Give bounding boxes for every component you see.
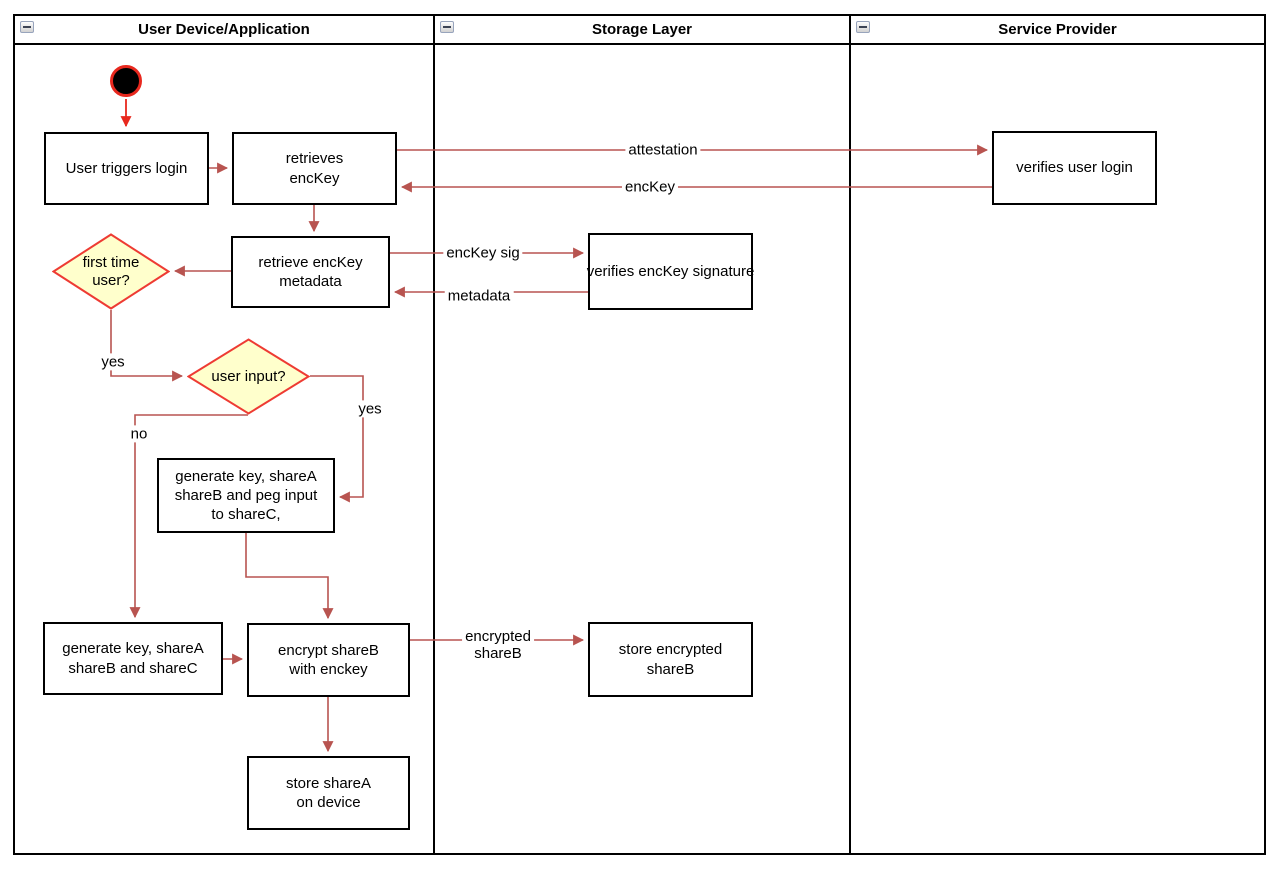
edge-label-metadata: metadata xyxy=(444,287,514,305)
node-label: store encrypted shareB xyxy=(618,641,723,678)
lane-title: User Device/Application xyxy=(138,21,310,38)
node-label: retrieves encKey xyxy=(285,150,344,187)
decision-label: first time user? xyxy=(82,253,140,289)
lane-header-storage-layer[interactable]: Storage Layer xyxy=(435,16,849,45)
node-store-sharea[interactable]: store shareA on device xyxy=(247,756,410,830)
node-label: generate key, shareA shareB and peg inpu… xyxy=(174,467,318,524)
node-label: verifies user login xyxy=(1016,159,1133,177)
diamond-polygon xyxy=(187,338,310,415)
edge-label-yes-user-input: yes xyxy=(355,400,385,418)
decision-user-input[interactable]: user input? xyxy=(187,338,310,415)
diamond-shape xyxy=(52,233,170,310)
node-label: retrieve encKey metadata xyxy=(258,253,363,290)
collapse-lane-icon[interactable] xyxy=(20,21,34,33)
node-retrieves-enckey[interactable]: retrieves encKey xyxy=(232,132,397,205)
minus-glyph xyxy=(23,26,31,28)
node-label: encrypt shareB with enckey xyxy=(278,641,379,678)
diamond-polygon xyxy=(52,233,170,310)
node-label: store shareA on device xyxy=(285,774,372,811)
edge-label-no-user-input: no xyxy=(127,425,151,443)
node-label: verifies encKey signature xyxy=(586,262,755,280)
diamond-shape xyxy=(187,338,310,415)
collapse-lane-icon[interactable] xyxy=(440,21,454,33)
lane-title: Storage Layer xyxy=(591,21,693,38)
node-generate-key-peg-input[interactable]: generate key, shareA shareB and peg inpu… xyxy=(157,458,335,533)
node-verifies-user-login[interactable]: verifies user login xyxy=(992,131,1157,205)
lane-header-user-device[interactable]: User Device/Application xyxy=(15,16,433,45)
node-generate-key-sharec[interactable]: generate key, shareA shareB and shareC xyxy=(43,622,223,695)
node-label: generate key, shareA shareB and shareC xyxy=(62,640,204,677)
node-verifies-enckey-signature[interactable]: verifies encKey signature xyxy=(586,233,755,310)
start-node[interactable] xyxy=(110,65,142,97)
edge-label-yes-first-time: yes xyxy=(98,353,128,371)
node-user-triggers-login[interactable]: User triggers login xyxy=(44,132,209,205)
decision-label: user input? xyxy=(211,367,286,385)
node-store-encrypted-shareb[interactable]: store encrypted shareB xyxy=(588,622,753,697)
node-encrypt-shareb[interactable]: encrypt shareB with enckey xyxy=(247,623,410,697)
edge-label-attestation: attestation xyxy=(625,141,701,159)
collapse-lane-icon[interactable] xyxy=(856,21,870,33)
swimlane-frame: User Device/Application Storage Layer Se… xyxy=(13,14,1266,855)
lane-service-provider: Service Provider xyxy=(849,16,1264,853)
node-label: User triggers login xyxy=(65,159,188,177)
lane-title: Service Provider xyxy=(998,21,1117,38)
edge-label-enckey: encKey xyxy=(621,178,679,196)
minus-glyph xyxy=(443,26,451,28)
lane-user-device: User Device/Application xyxy=(15,16,433,853)
decision-first-time-user[interactable]: first time user? xyxy=(52,233,170,310)
lane-storage-layer: Storage Layer xyxy=(433,16,849,853)
node-retrieve-enckey-metadata[interactable]: retrieve encKey metadata xyxy=(231,236,390,308)
minus-glyph xyxy=(859,26,867,28)
edge-label-enckey-sig: encKey sig xyxy=(443,244,523,262)
lane-header-service-provider[interactable]: Service Provider xyxy=(851,16,1264,45)
edge-label-encrypted-shareb: encrypted shareB xyxy=(462,627,534,663)
